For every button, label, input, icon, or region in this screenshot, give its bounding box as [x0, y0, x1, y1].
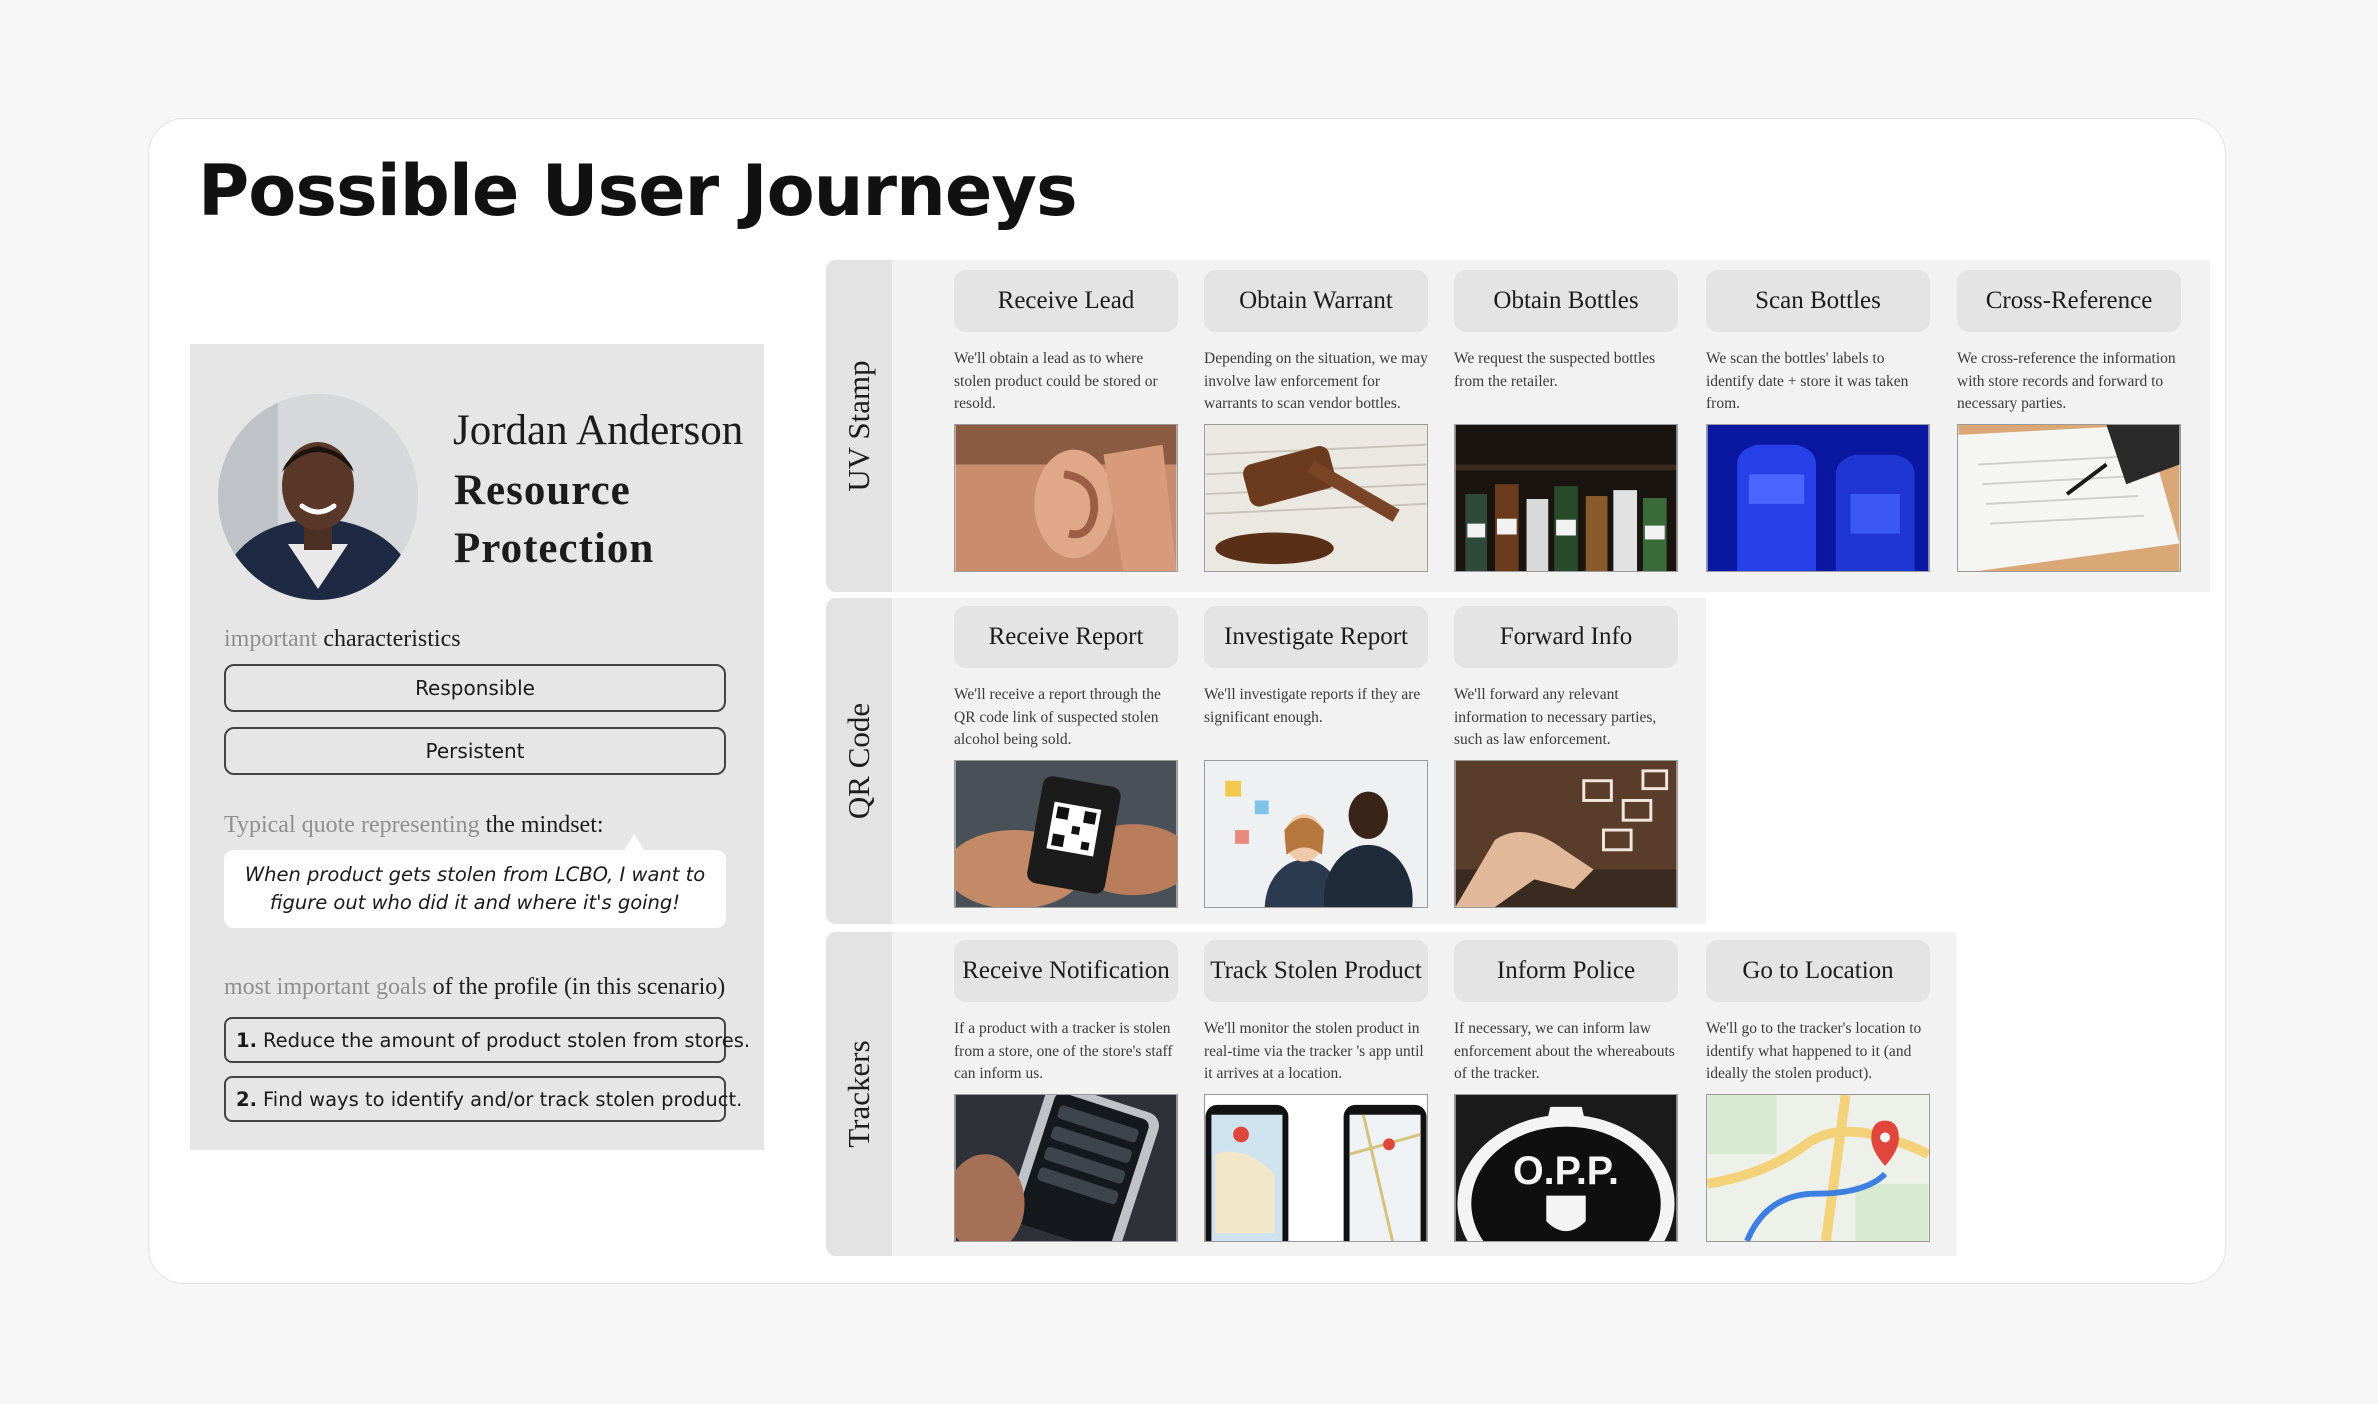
characteristics-label: important characteristics — [224, 626, 461, 652]
step-title: Obtain Warrant — [1204, 270, 1428, 332]
journey-step: Obtain Bottles We request the suspected … — [1454, 270, 1678, 572]
step-description: If necessary, we can inform law enforcem… — [1454, 1020, 1675, 1082]
step-title: Investigate Report — [1204, 606, 1428, 668]
journey-step: Investigate Report We'll investigate rep… — [1204, 606, 1428, 908]
step-description: We scan the bottles' labels to identify … — [1706, 350, 1909, 412]
goal-item: 1.Reduce the amount of product stolen fr… — [224, 1017, 750, 1063]
step-title: Forward Info — [1454, 606, 1678, 668]
liquor-bottles-icon — [1454, 424, 1678, 572]
persona-role-line: Protection — [454, 525, 655, 572]
step-title: Receive Notification — [954, 940, 1178, 1002]
step-title: Cross-Reference — [1957, 270, 2181, 332]
step-description: We'll go to the tracker's location to id… — [1706, 1020, 1922, 1082]
step-description: We cross-reference the information with … — [1957, 350, 2176, 412]
step-description: Depending on the situation, we may invol… — [1204, 350, 1428, 412]
goal-item: 2.Find ways to identify and/or track sto… — [224, 1076, 742, 1122]
police-badge-text: O.P.P. — [1513, 1149, 1619, 1193]
page-title: Possible User Journeys — [198, 150, 1078, 232]
step-title: Go to Location — [1706, 940, 1930, 1002]
journey-tab-qr-code: QR Code — [826, 598, 892, 924]
tracker-app-icon — [1204, 1094, 1428, 1242]
step-description: We request the suspected bottles from th… — [1454, 350, 1656, 390]
journey-step: Obtain Warrant Depending on the situatio… — [1204, 270, 1428, 572]
investigators-icon — [1204, 760, 1428, 908]
step-description: We'll investigate reports if they are si… — [1204, 686, 1421, 726]
uv-bottle-icon — [1706, 424, 1930, 572]
step-title: Inform Police — [1454, 940, 1678, 1002]
characteristic-chip: Responsible — [224, 664, 726, 712]
police-badge-icon: O.P.P. — [1454, 1094, 1678, 1242]
persona-role-line: Resource — [454, 467, 631, 514]
step-title: Obtain Bottles — [1454, 270, 1678, 332]
phone-notification-icon — [954, 1094, 1178, 1242]
step-title: Track Stolen Product — [1204, 940, 1428, 1002]
characteristic-chip: Persistent — [224, 727, 726, 775]
journey-tab-uv-stamp: UV Stamp — [826, 260, 892, 592]
step-description: If a product with a tracker is stolen fr… — [954, 1020, 1173, 1082]
journey-step: Inform Police If necessary, we can infor… — [1454, 940, 1678, 1242]
quote-label: Typical quote representing the mindset: — [224, 812, 604, 838]
step-description: We'll obtain a lead as to where stolen p… — [954, 350, 1158, 412]
email-forward-icon — [1454, 760, 1678, 908]
person-portrait-icon — [218, 394, 418, 600]
avatar — [218, 394, 418, 600]
persona-role: Resource Protection — [454, 462, 754, 578]
step-title: Scan Bottles — [1706, 270, 1930, 332]
journey-step: Receive Lead We'll obtain a lead as to w… — [954, 270, 1178, 572]
persona-name: Jordan Anderson — [453, 407, 744, 454]
persona-panel: Jordan Anderson Resource Protection impo… — [190, 344, 764, 1150]
step-description: We'll monitor the stolen product in real… — [1204, 1020, 1424, 1082]
map-pin-icon — [1706, 1094, 1930, 1242]
journey-step: Scan Bottles We scan the bottles' labels… — [1706, 270, 1930, 572]
journey-tab-trackers: Trackers — [826, 932, 892, 1256]
journey-step: Cross-Reference We cross-reference the i… — [1957, 270, 2181, 572]
gavel-icon — [1204, 424, 1428, 572]
qr-phone-scan-icon — [954, 760, 1178, 908]
journey-step: Forward Info We'll forward any relevant … — [1454, 606, 1678, 908]
journey-step: Track Stolen Product We'll monitor the s… — [1204, 940, 1428, 1242]
document-signing-icon — [1957, 424, 2181, 572]
journey-step: Go to Location We'll go to the tracker's… — [1706, 940, 1930, 1242]
goals-label: most important goals of the profile (in … — [224, 974, 726, 1000]
quote-bubble: When product gets stolen from LCBO, I wa… — [224, 834, 726, 928]
step-title: Receive Lead — [954, 270, 1178, 332]
journey-step: Receive Notification If a product with a… — [954, 940, 1178, 1242]
step-description: We'll receive a report through the QR co… — [954, 686, 1161, 748]
journey-step: Receive Report We'll receive a report th… — [954, 606, 1178, 908]
step-description: We'll forward any relevant information t… — [1454, 686, 1657, 748]
ear-listening-icon — [954, 424, 1178, 572]
step-title: Receive Report — [954, 606, 1178, 668]
